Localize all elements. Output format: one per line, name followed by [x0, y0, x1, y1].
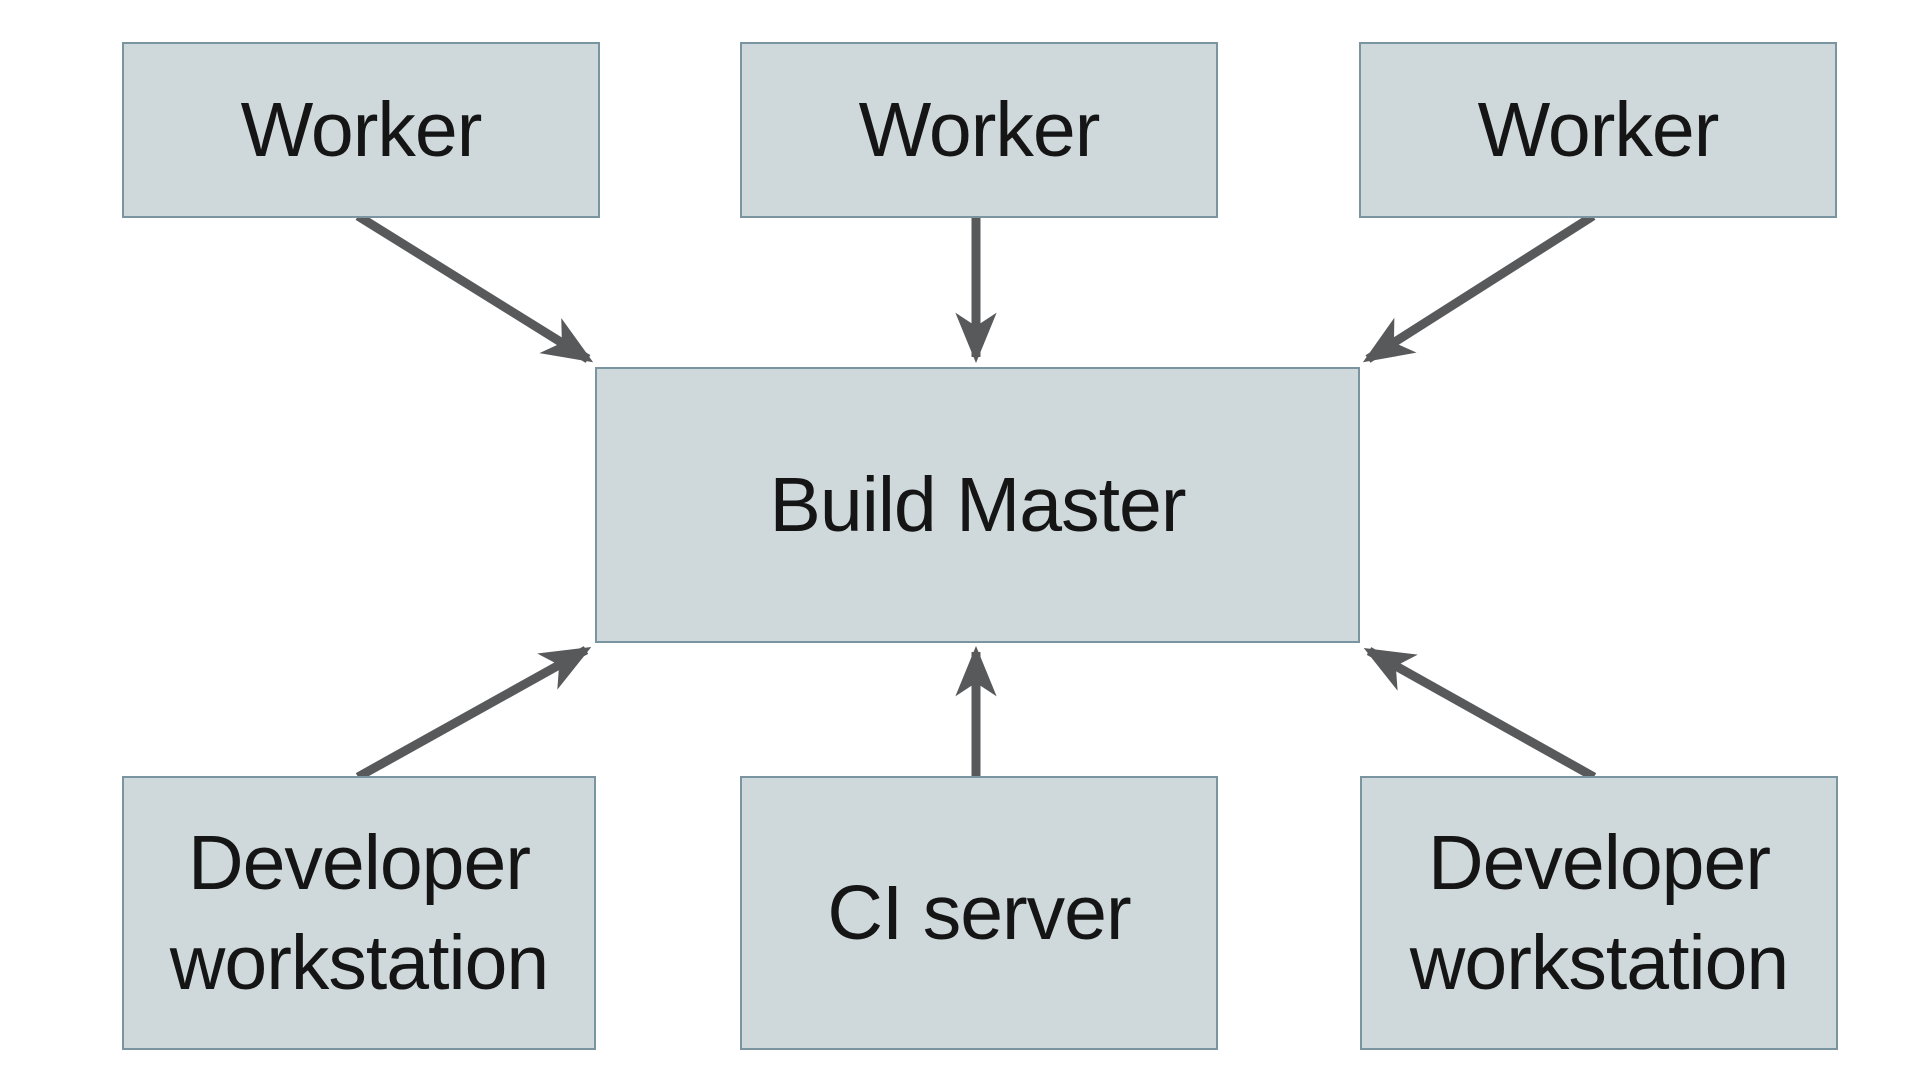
- arrow-worker-3-to-build-master: [1362, 212, 1596, 363]
- node-developer-workstation-left: Developer workstation: [122, 776, 596, 1050]
- node-worker-2-label: Worker: [858, 86, 1101, 173]
- node-build-master-label: Build Master: [769, 461, 1187, 548]
- node-worker-3-label: Worker: [1477, 86, 1720, 173]
- node-ci-server: CI server: [740, 776, 1218, 1050]
- node-build-master: Build Master: [595, 367, 1360, 643]
- arrow-dev-ws-left-to-build-master: [355, 646, 592, 781]
- node-developer-workstation-left-label: Developer workstation: [169, 819, 549, 1006]
- node-worker-2: Worker: [740, 42, 1218, 218]
- node-ci-server-label: CI server: [827, 869, 1131, 956]
- node-worker-3: Worker: [1359, 42, 1837, 218]
- arrow-dev-ws-right-to-build-master: [1363, 647, 1597, 781]
- node-worker-1-label: Worker: [240, 86, 483, 173]
- arrow-worker-1-to-build-master: [355, 212, 594, 363]
- node-developer-workstation-right-label: Developer workstation: [1409, 819, 1789, 1006]
- node-developer-workstation-right: Developer workstation: [1360, 776, 1838, 1050]
- node-worker-1: Worker: [122, 42, 600, 218]
